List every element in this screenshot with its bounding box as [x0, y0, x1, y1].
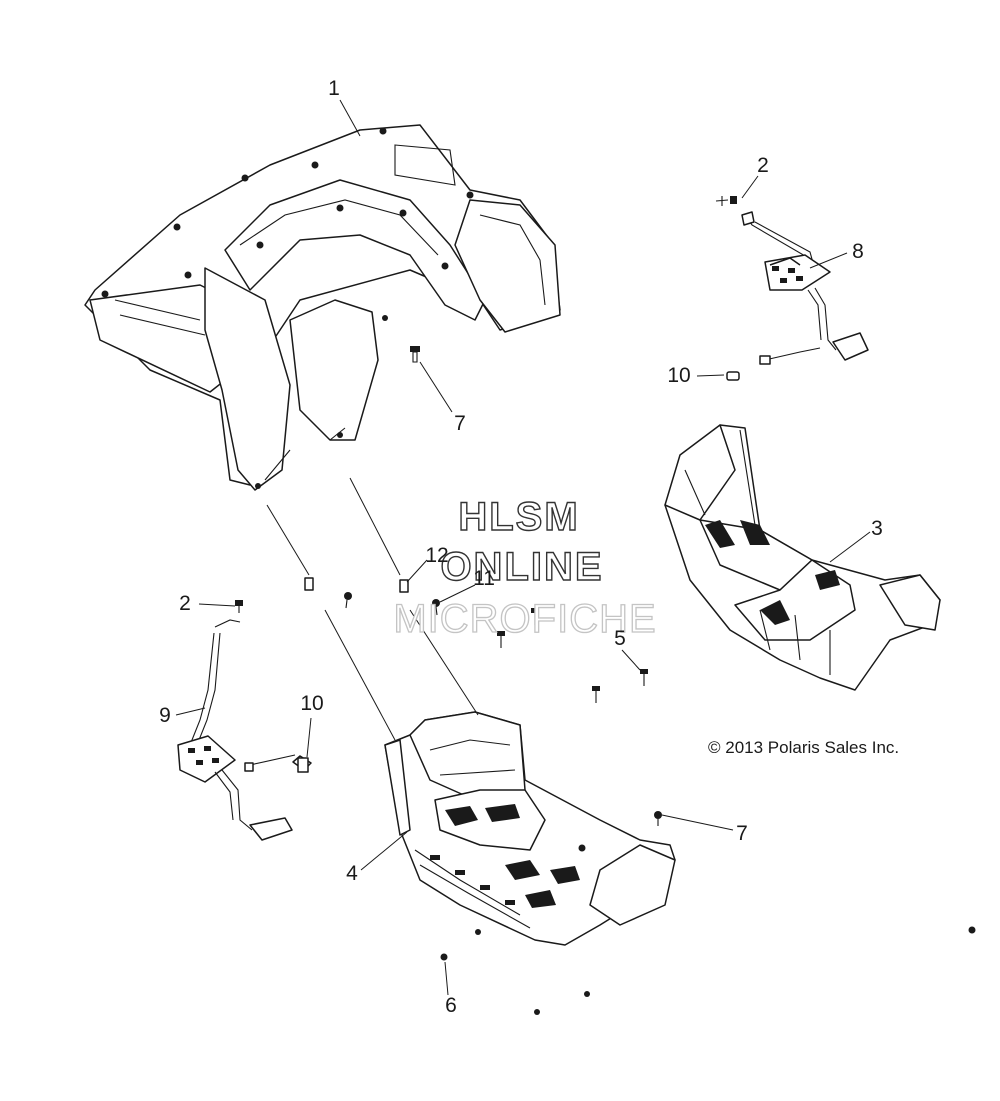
- callout-7-bottom: 7: [736, 822, 748, 845]
- fasteners: [235, 196, 976, 1015]
- callout-8: 8: [852, 240, 864, 263]
- bracket-part-8: [741, 211, 869, 365]
- callout-1: 1: [328, 77, 340, 100]
- callout-4: 4: [346, 862, 358, 885]
- watermark-line-2: ONLINE: [440, 545, 603, 589]
- bracket-part-9: [177, 619, 296, 841]
- leader-lines: [175, 99, 871, 996]
- callout-7-top: 7: [454, 412, 466, 435]
- callout-5: 5: [614, 627, 626, 650]
- callout-10-top: 10: [667, 364, 690, 387]
- callout-10-left: 10: [300, 692, 323, 715]
- callout-2-top: 2: [757, 154, 769, 177]
- callout-3: 3: [871, 517, 883, 540]
- storage-box-part-3: [664, 424, 941, 691]
- callouts: 1 2 8 10 7 3 12 11 2 5 9 10 7 4 6: [159, 77, 883, 1017]
- callout-6: 6: [445, 994, 457, 1017]
- floor-pan-part-4: [384, 711, 676, 946]
- watermark-line-3: MICROFICHE: [393, 597, 656, 641]
- callout-9: 9: [159, 704, 171, 727]
- watermark: HLSM ONLINE MICROFICHE: [393, 494, 657, 641]
- callout-11: 11: [473, 567, 495, 590]
- callout-12: 12: [425, 544, 448, 567]
- copyright-notice: © 2013 Polaris Sales Inc.: [708, 738, 899, 757]
- rear-cab-panel-part-1: [84, 124, 561, 491]
- callout-2-left: 2: [179, 592, 191, 615]
- watermark-line-1: HLSM: [458, 495, 579, 539]
